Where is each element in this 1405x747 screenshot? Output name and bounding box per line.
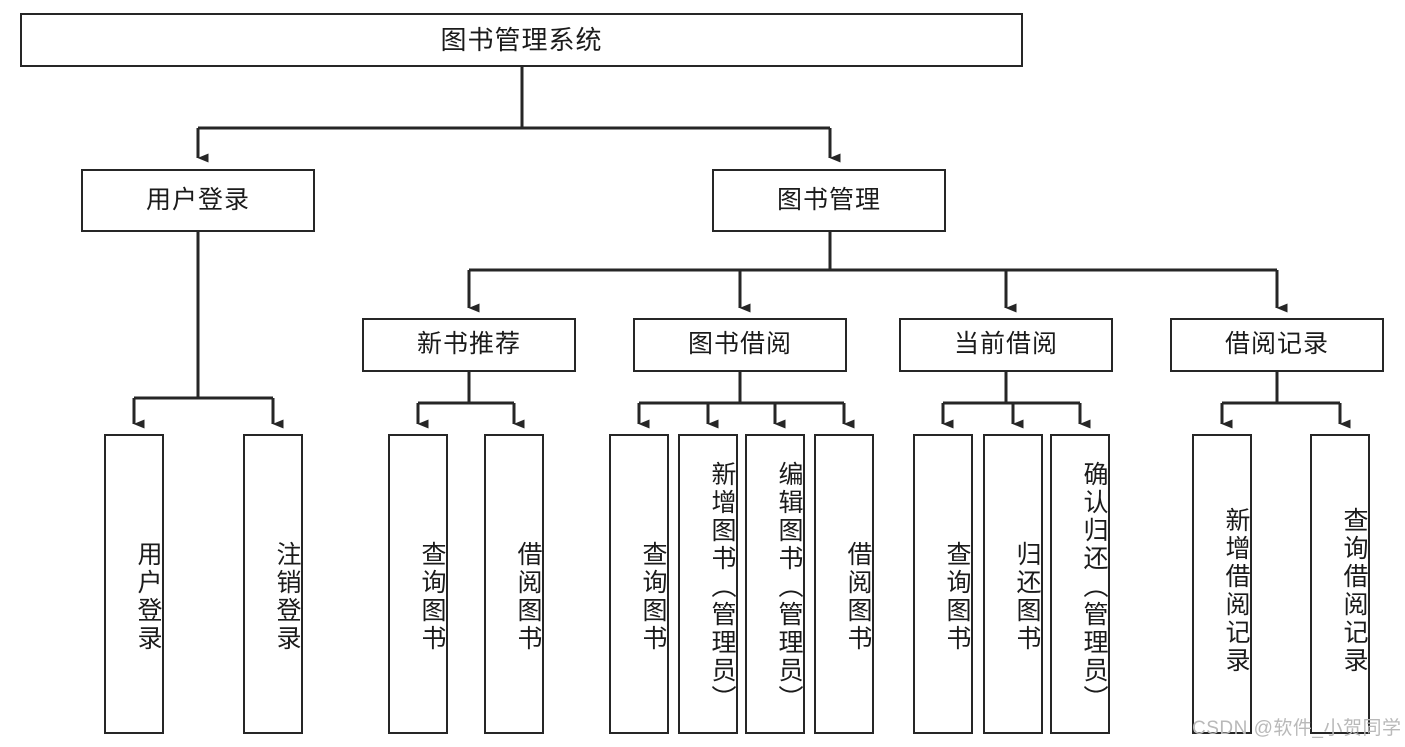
node-leaf-query-book-3[interactable]: 查询图书 xyxy=(913,434,973,734)
node-user-login[interactable]: 用户登录 xyxy=(81,169,315,232)
node-leaf-add-record-label: 新增借阅记录 xyxy=(1222,507,1250,675)
node-leaf-add-record[interactable]: 新增借阅记录 xyxy=(1192,434,1252,734)
node-current-borrow[interactable]: 当前借阅 xyxy=(899,318,1113,372)
node-leaf-user-login[interactable]: 用户登录 xyxy=(104,434,164,734)
node-new-book-rec[interactable]: 新书推荐 xyxy=(362,318,576,372)
node-leaf-user-login-label: 用户登录 xyxy=(134,541,162,653)
node-leaf-borrow-book-2[interactable]: 借阅图书 xyxy=(814,434,874,734)
node-leaf-return-book[interactable]: 归还图书 xyxy=(983,434,1043,734)
node-leaf-logout[interactable]: 注销登录 xyxy=(243,434,303,734)
node-leaf-edit-book[interactable]: 编辑图书（管理员） xyxy=(745,434,805,734)
node-book-manage-label: 图书管理 xyxy=(776,185,881,214)
node-root-label: 图书管理系统 xyxy=(440,24,603,55)
node-book-borrow-label: 图书借阅 xyxy=(687,330,792,359)
node-borrow-record[interactable]: 借阅记录 xyxy=(1170,318,1384,372)
node-leaf-confirm-return-label: 确认归还（管理员） xyxy=(1080,461,1108,713)
node-leaf-query-record-label: 查询借阅记录 xyxy=(1340,507,1368,675)
node-leaf-edit-book-label: 编辑图书（管理员） xyxy=(775,461,803,713)
node-leaf-query-book-3-label: 查询图书 xyxy=(943,541,971,653)
node-user-login-label: 用户登录 xyxy=(145,185,250,214)
node-book-manage[interactable]: 图书管理 xyxy=(712,169,946,232)
node-leaf-confirm-return[interactable]: 确认归还（管理员） xyxy=(1050,434,1110,734)
node-leaf-add-book[interactable]: 新增图书（管理员） xyxy=(678,434,738,734)
node-leaf-query-book-1[interactable]: 查询图书 xyxy=(388,434,448,734)
csdn-watermark: CSDN @软件_小贺同学 xyxy=(1192,713,1401,740)
node-leaf-borrow-book-2-label: 借阅图书 xyxy=(844,541,872,653)
node-book-borrow[interactable]: 图书借阅 xyxy=(633,318,847,372)
node-leaf-add-book-label: 新增图书（管理员） xyxy=(708,461,736,713)
node-leaf-borrow-book-1[interactable]: 借阅图书 xyxy=(484,434,544,734)
node-new-book-rec-label: 新书推荐 xyxy=(416,330,521,359)
node-leaf-return-book-label: 归还图书 xyxy=(1013,541,1041,653)
node-leaf-query-book-2[interactable]: 查询图书 xyxy=(609,434,669,734)
node-leaf-query-book-2-label: 查询图书 xyxy=(639,541,667,653)
node-leaf-borrow-book-1-label: 借阅图书 xyxy=(514,541,542,653)
node-leaf-logout-label: 注销登录 xyxy=(273,541,301,653)
node-current-borrow-label: 当前借阅 xyxy=(953,330,1058,359)
node-root[interactable]: 图书管理系统 xyxy=(20,13,1023,67)
node-leaf-query-record[interactable]: 查询借阅记录 xyxy=(1310,434,1370,734)
csdn-watermark-text: CSDN @软件_小贺同学 xyxy=(1192,718,1402,739)
node-leaf-query-book-1-label: 查询图书 xyxy=(418,541,446,653)
node-borrow-record-label: 借阅记录 xyxy=(1224,330,1329,359)
